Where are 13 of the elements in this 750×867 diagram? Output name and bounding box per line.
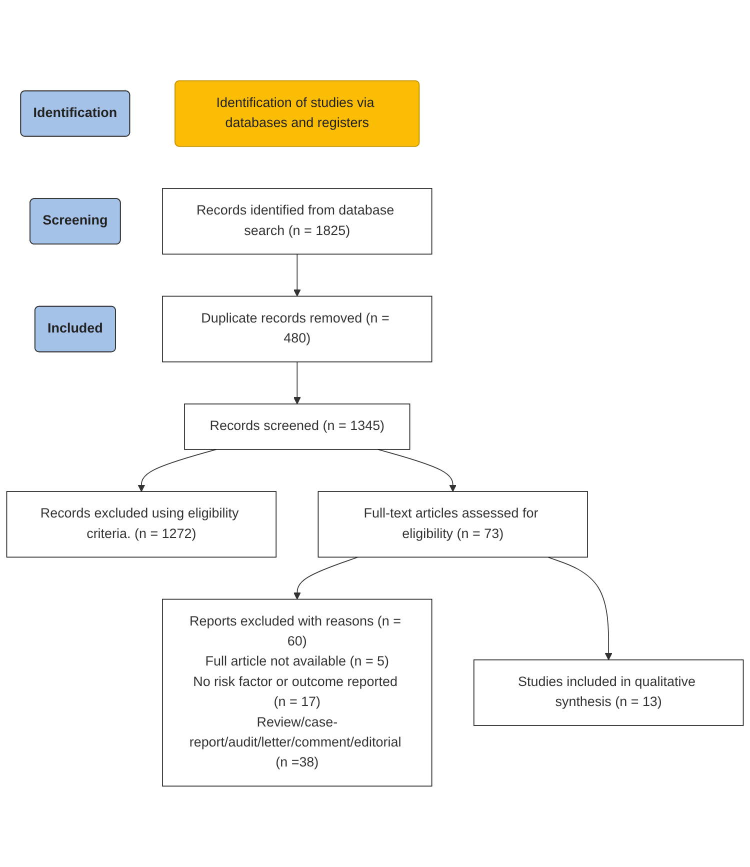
arrow [138, 449, 217, 492]
arrow [293, 362, 301, 404]
arrow [547, 556, 612, 660]
arrow [293, 556, 358, 600]
arrow [293, 254, 301, 297]
node-box: Records screened (n = 1345) [184, 404, 410, 450]
node-box: Full-text articles assessed for eligibility (n = 73) [318, 491, 588, 558]
node-box: Studies included in qualitative synthesis (n = 13) [473, 660, 744, 726]
arrow [378, 449, 457, 492]
node-box: Duplicate records removed (n = 480) [162, 296, 432, 362]
node-box: Reports excluded with reasons (n = 60) Full article not available (n = 5) No risk factor or outcome reported (n = 17) Review/case-report/audit/letter/comment/editorial (n =38) [162, 598, 432, 787]
node-box: Records excluded using eligibility criteria. (n = 1272) [6, 491, 277, 558]
node-box: Records identified from database search (n = 1825) [162, 188, 432, 255]
